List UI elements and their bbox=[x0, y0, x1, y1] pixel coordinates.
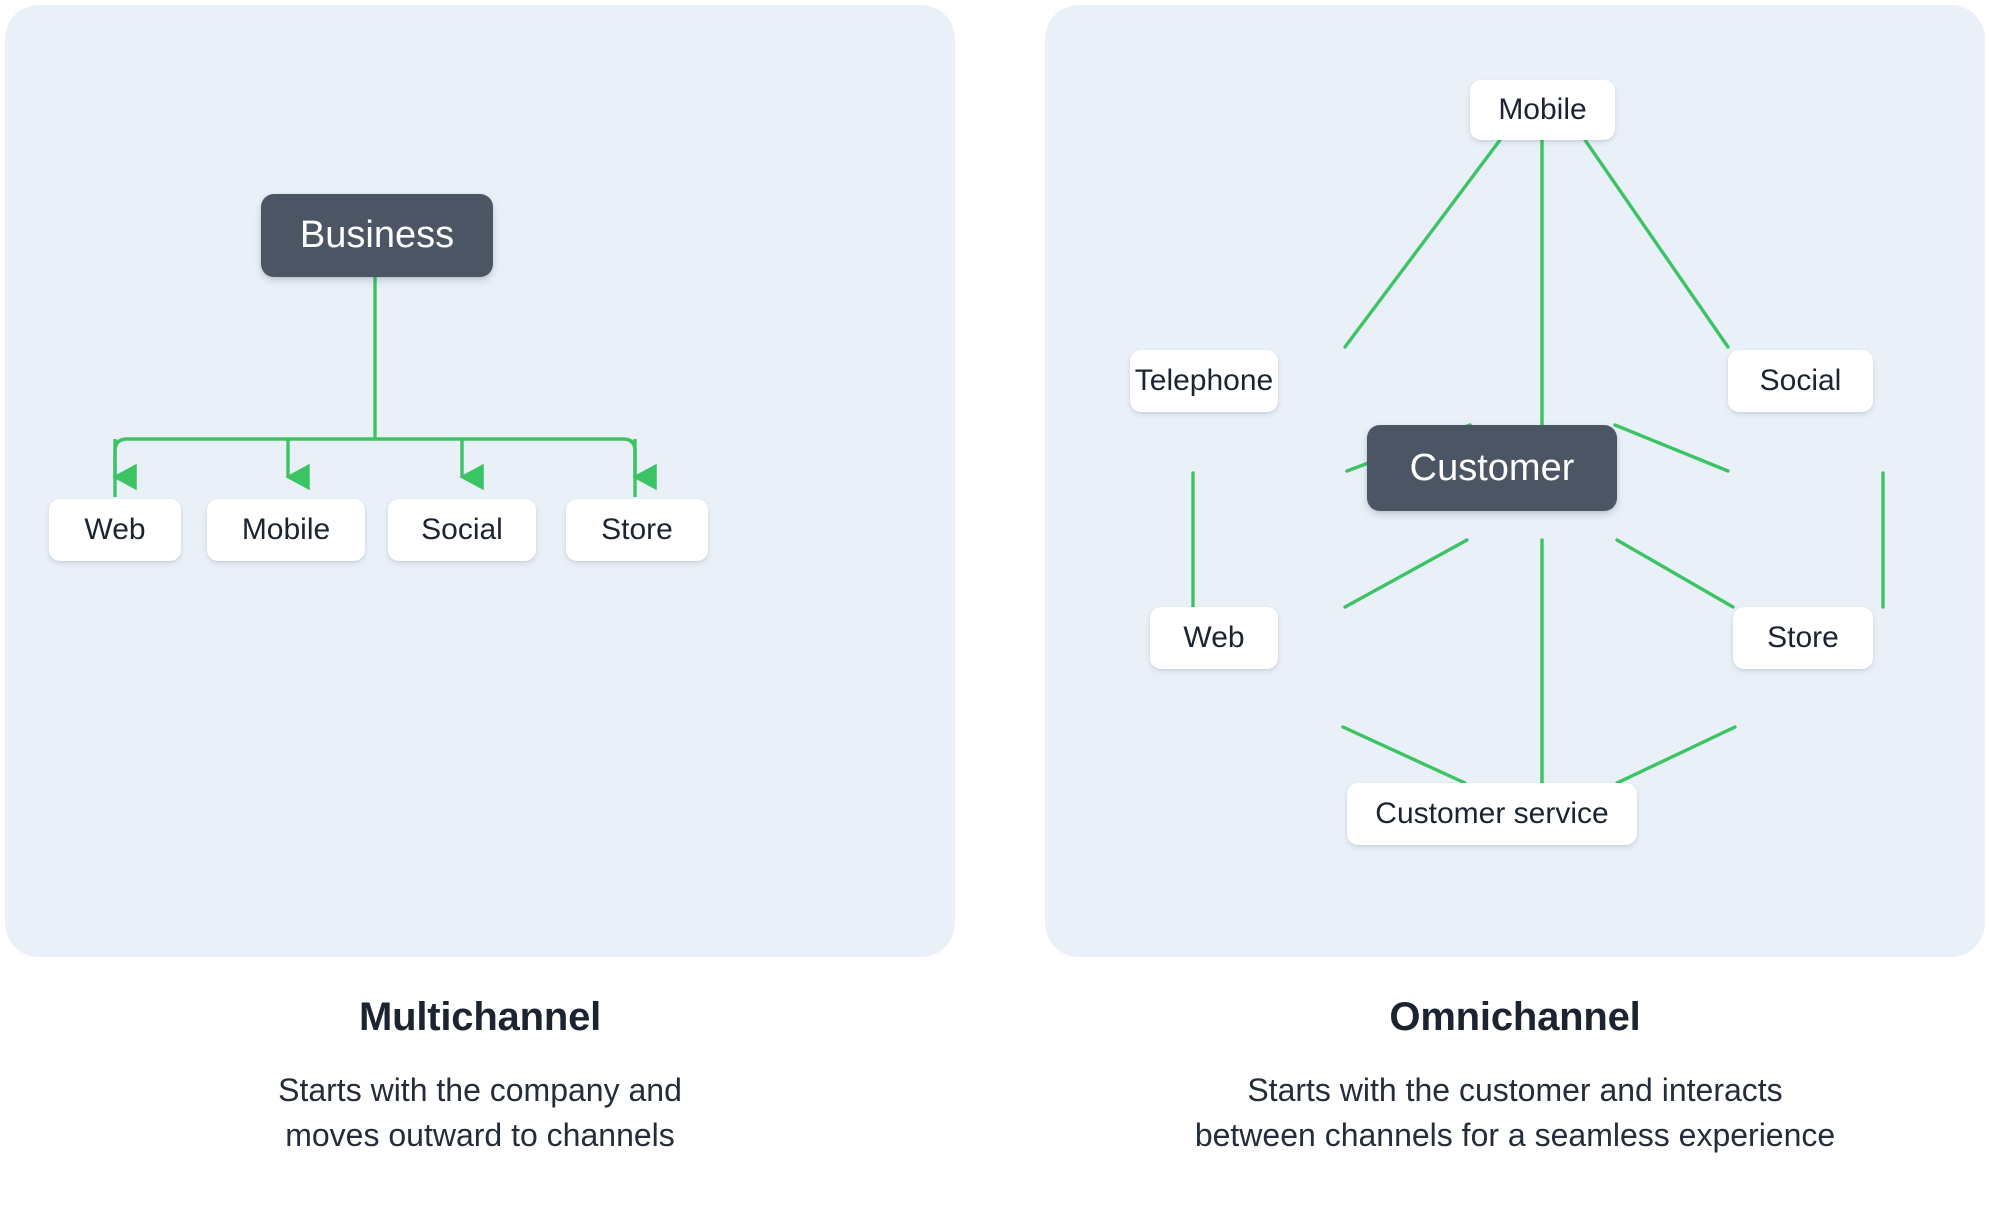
omnichannel-panel: Mobile Telephone Social Customer Web Sto… bbox=[1045, 5, 1985, 957]
node-mobile-top-label: Mobile bbox=[1498, 93, 1587, 126]
node-store-right-label: Store bbox=[1767, 621, 1839, 654]
node-store-label: Store bbox=[601, 513, 673, 546]
connector-bus-bar bbox=[113, 437, 637, 497]
node-customer-label: Customer bbox=[1409, 446, 1575, 489]
omnichannel-caption: Omnichannel Starts with the customer and… bbox=[1045, 995, 1985, 1159]
node-web-right-label: Web bbox=[1183, 621, 1245, 654]
node-store[interactable]: Store bbox=[566, 499, 708, 561]
node-web[interactable]: Web bbox=[49, 499, 181, 561]
multichannel-panel: Business Web Mobile Social Store bbox=[5, 5, 955, 957]
edge-customer-web bbox=[1343, 538, 1469, 609]
multichannel-description-line1: Starts with the company and bbox=[278, 1072, 682, 1108]
edge-web-customerservice bbox=[1341, 725, 1467, 785]
edge-customer-store bbox=[1615, 538, 1735, 609]
node-social-right-label: Social bbox=[1759, 364, 1842, 397]
edge-social-customer bbox=[1613, 423, 1730, 473]
omnichannel-title: Omnichannel bbox=[1389, 995, 1641, 1039]
node-social-label: Social bbox=[421, 513, 503, 546]
omnichannel-description: Starts with the customer and interacts b… bbox=[1045, 1068, 1985, 1159]
node-telephone[interactable]: Telephone bbox=[1130, 350, 1278, 412]
node-business[interactable]: Business bbox=[261, 194, 493, 277]
node-customer-service[interactable]: Customer service bbox=[1347, 783, 1637, 845]
node-customer-service-label: Customer service bbox=[1375, 797, 1609, 830]
node-social[interactable]: Social bbox=[388, 499, 536, 561]
omnichannel-description-line2: between channels for a seamless experien… bbox=[1194, 1117, 1836, 1154]
node-mobile-label: Mobile bbox=[241, 513, 331, 546]
node-business-label: Business bbox=[299, 214, 455, 256]
node-telephone-label: Telephone bbox=[1134, 364, 1274, 397]
node-web-label: Web bbox=[84, 513, 146, 546]
multichannel-caption: Multichannel Starts with the company and… bbox=[5, 995, 955, 1159]
multichannel-description-line2: moves outward to channels bbox=[285, 1117, 675, 1154]
node-mobile[interactable]: Mobile bbox=[207, 499, 365, 561]
multichannel-description: Starts with the company and moves outwar… bbox=[5, 1068, 955, 1159]
multichannel-connectors bbox=[112, 277, 657, 497]
edge-store-customerservice bbox=[1615, 725, 1737, 785]
multichannel-title: Multichannel bbox=[358, 995, 602, 1039]
node-social-right[interactable]: Social bbox=[1728, 350, 1873, 412]
node-web-right[interactable]: Web bbox=[1150, 607, 1278, 669]
omnichannel-description-line1: Starts with the customer and interacts bbox=[1247, 1072, 1783, 1108]
node-store-right[interactable]: Store bbox=[1733, 607, 1873, 669]
omnichannel-connectors bbox=[1191, 138, 1885, 785]
node-customer[interactable]: Customer bbox=[1367, 425, 1617, 511]
edge-mobile-social bbox=[1583, 138, 1730, 349]
edge-mobile-telephone bbox=[1343, 138, 1502, 349]
node-mobile-top[interactable]: Mobile bbox=[1470, 80, 1615, 140]
